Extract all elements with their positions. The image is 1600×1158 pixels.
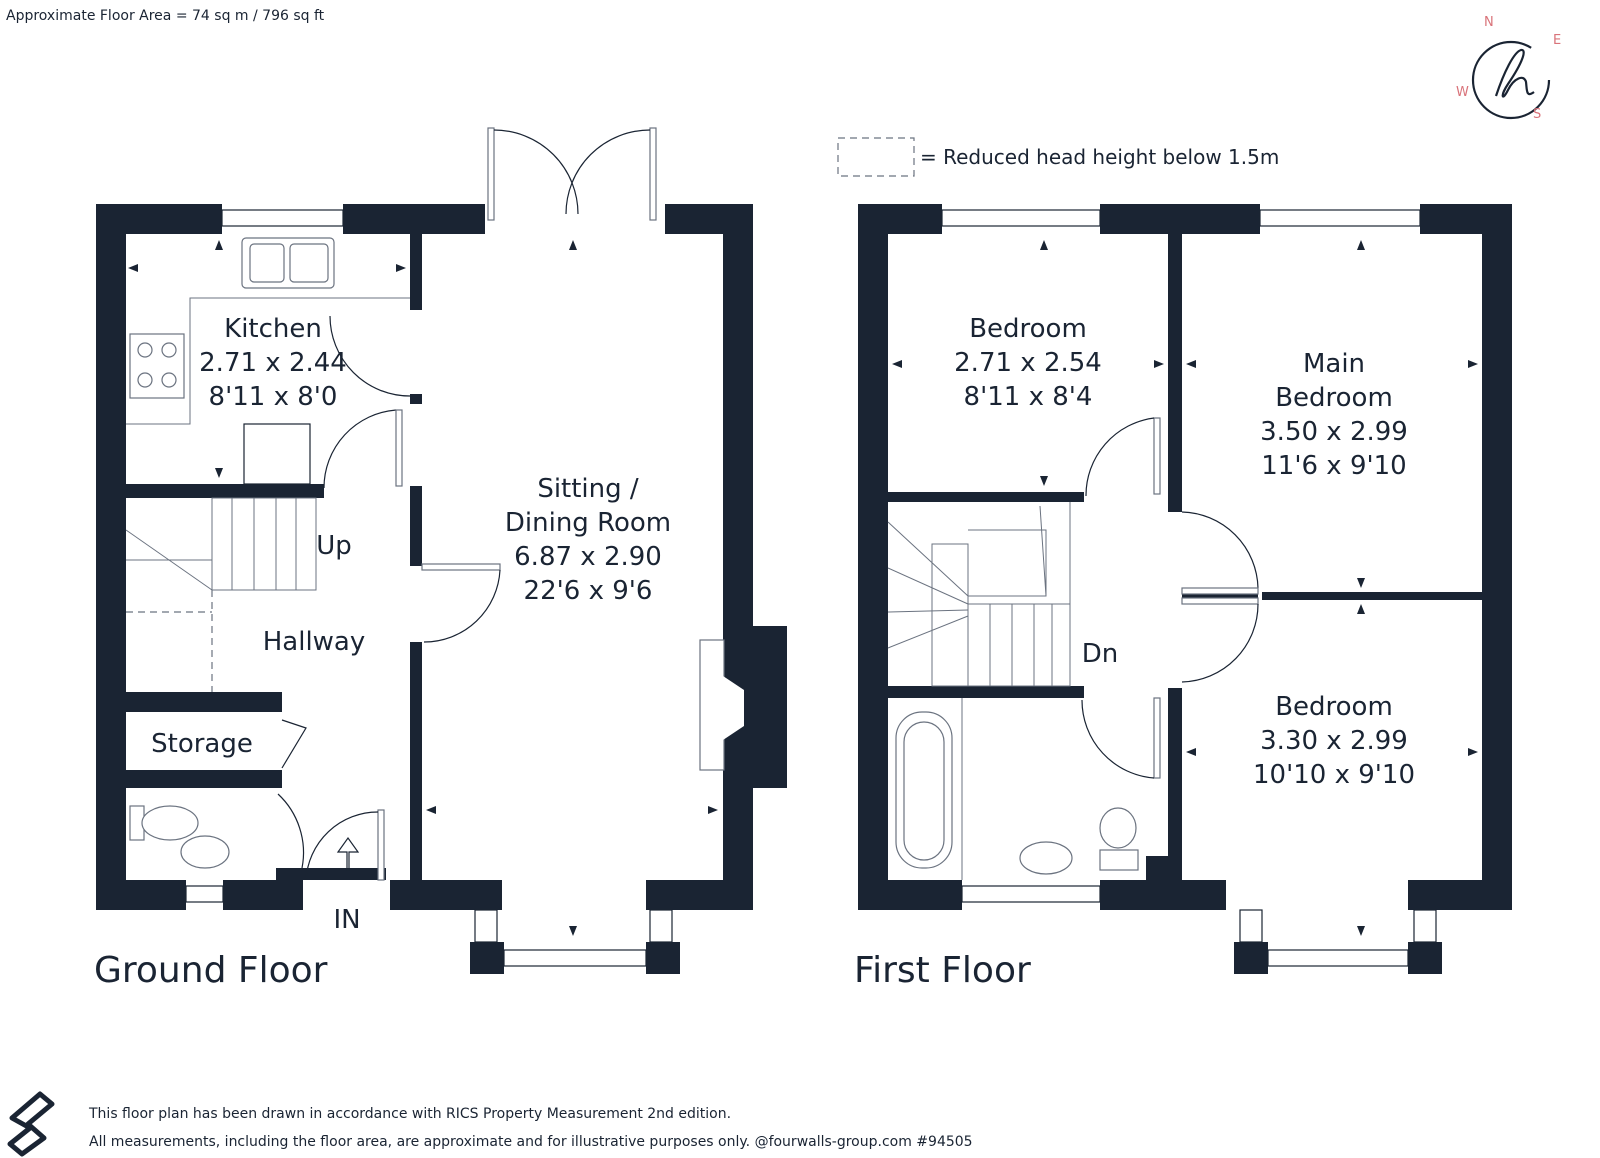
stairs-down-label: Dn <box>1082 639 1119 669</box>
footer-line-2: All measurements, including the floor ar… <box>89 1134 973 1150</box>
entrance-label: IN <box>333 905 360 935</box>
legend-dashed-box <box>837 137 915 177</box>
bedroom1-label: Bedroom <box>969 314 1087 344</box>
sitting-label-2: Dining Room <box>505 508 671 538</box>
storage-label: Storage <box>151 729 253 759</box>
ground-floor-labels: Kitchen 2.71 x 2.44 8'11 x 8'0 Sitting /… <box>94 314 671 991</box>
main-bedroom-metric: 3.50 x 2.99 <box>1260 417 1408 447</box>
footer-line-1: This floor plan has been drawn in accord… <box>88 1106 731 1122</box>
main-bedroom-label-2: Bedroom <box>1275 383 1393 413</box>
main-bedroom-imperial: 11'6 x 9'10 <box>1261 451 1406 481</box>
kitchen-label: Kitchen <box>224 314 322 344</box>
fourwalls-logo-icon <box>7 1091 55 1157</box>
compass-e: E <box>1553 33 1561 48</box>
first-floor-plan <box>858 204 1512 974</box>
dimension-markers <box>128 240 1478 936</box>
ground-floor-title: Ground Floor <box>94 950 328 991</box>
main-bedroom-label-1: Main <box>1303 349 1365 379</box>
sitting-imperial: 22'6 x 9'6 <box>524 576 653 606</box>
compass-s: S <box>1533 107 1541 122</box>
compass-n: N <box>1484 15 1494 30</box>
bedroom2-label: Bedroom <box>1275 692 1393 722</box>
compass-logo-icon: N E S W <box>1456 15 1561 122</box>
legend-text: = Reduced head height below 1.5m <box>920 145 1279 169</box>
compass-w: W <box>1456 85 1469 100</box>
sitting-metric: 6.87 x 2.90 <box>514 542 662 572</box>
first-floor-labels: Bedroom 2.71 x 2.54 8'11 x 8'4 Main Bedr… <box>854 314 1415 991</box>
stairs-up-label: Up <box>316 531 352 561</box>
kitchen-imperial: 8'11 x 8'0 <box>209 382 338 412</box>
bedroom1-metric: 2.71 x 2.54 <box>954 348 1102 378</box>
floor-area-text: Approximate Floor Area = 74 sq m / 796 s… <box>6 8 325 24</box>
bedroom2-metric: 3.30 x 2.99 <box>1260 726 1408 756</box>
sitting-label-1: Sitting / <box>537 474 639 504</box>
first-floor-title: First Floor <box>854 950 1031 991</box>
bedroom2-imperial: 10'10 x 9'10 <box>1253 760 1415 790</box>
entrance-arrow-icon <box>336 836 360 871</box>
kitchen-metric: 2.71 x 2.44 <box>199 348 347 378</box>
bedroom1-imperial: 8'11 x 8'4 <box>964 382 1093 412</box>
hallway-label: Hallway <box>263 627 366 657</box>
ground-floor-plan <box>96 127 787 974</box>
